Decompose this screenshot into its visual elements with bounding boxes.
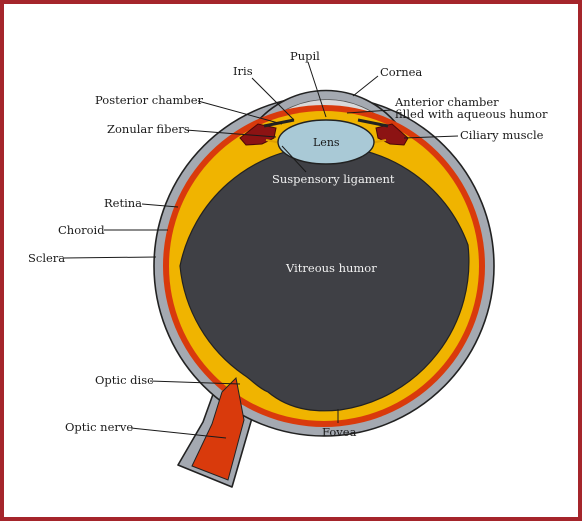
leader-optic-disc bbox=[149, 380, 241, 385]
label-zonular-fibers: Zonular fibers bbox=[107, 122, 190, 136]
iris-right bbox=[357, 118, 389, 128]
leader-zonular-fibers bbox=[185, 129, 277, 138]
leader-ciliary-muscle bbox=[403, 135, 459, 139]
optic-nerve-core bbox=[191, 376, 245, 481]
leader-pupil bbox=[307, 61, 327, 118]
leader-optic-nerve bbox=[130, 427, 227, 439]
label-sclera: Sclera bbox=[28, 251, 65, 265]
leader-cornea bbox=[352, 75, 379, 97]
label-choroid: Choroid bbox=[58, 223, 105, 237]
label-pupil: Pupil bbox=[290, 49, 320, 63]
leader-anterior-chamber bbox=[346, 109, 393, 114]
label-lens: Lens bbox=[313, 136, 340, 149]
label-anterior-chamber-line2: filled with aqueous humor bbox=[395, 107, 548, 121]
vitreous-body bbox=[179, 145, 470, 412]
leader-suspensory-ligament bbox=[281, 145, 307, 173]
label-posterior-chamber: Posterior chamber bbox=[95, 93, 204, 107]
label-iris: Iris bbox=[233, 64, 253, 78]
leader-posterior-chamber bbox=[197, 100, 283, 125]
label-retina: Retina bbox=[104, 196, 142, 210]
leader-iris bbox=[251, 77, 295, 121]
label-ciliary-muscle: Ciliary muscle bbox=[460, 128, 544, 142]
label-anterior-chamber-line1: Anterior chamber bbox=[394, 95, 499, 109]
label-optic-nerve: Optic nerve bbox=[65, 420, 133, 434]
leader-retina bbox=[141, 203, 179, 208]
label-cornea: Cornea bbox=[380, 65, 422, 79]
label-optic-disc: Optic disc bbox=[95, 373, 154, 387]
lens bbox=[277, 119, 375, 165]
leader-sclera bbox=[63, 256, 157, 259]
label-fovea: Fovea bbox=[322, 425, 357, 439]
label-suspensory-ligament: Suspensory ligament bbox=[272, 172, 395, 186]
label-vitreous-humor: Vitreous humor bbox=[285, 261, 377, 275]
